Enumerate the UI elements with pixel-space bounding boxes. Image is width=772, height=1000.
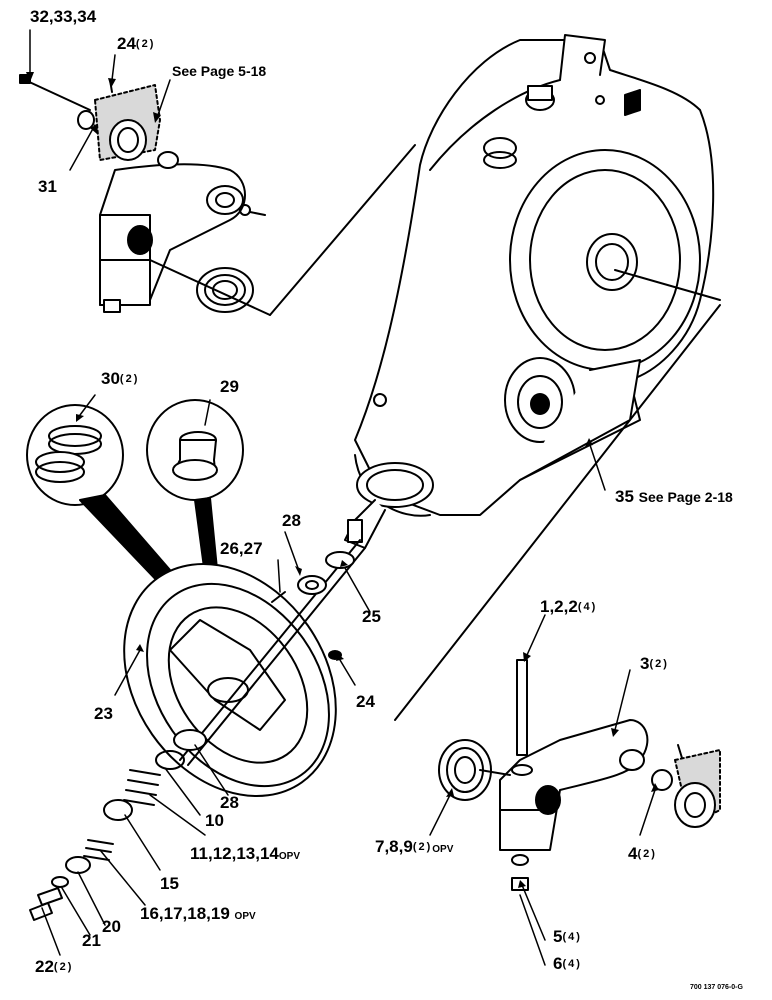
- callout-number: 30: [101, 369, 120, 388]
- callout-number: 28: [220, 793, 239, 812]
- callout-21: 21: [82, 932, 101, 949]
- callout-26-27: 26,27: [220, 540, 263, 557]
- lower-arm-leader-line: [394, 304, 721, 721]
- callout-23: 23: [94, 705, 113, 722]
- callout-suffix: OPV: [234, 911, 256, 922]
- callout-number: 10: [205, 811, 224, 830]
- callout-30: 30(2): [101, 370, 139, 387]
- callout-number: 11,12,13,14: [190, 844, 279, 863]
- reference-text: See Page 2-18: [638, 489, 733, 505]
- callout-number: 15: [160, 874, 179, 893]
- callout-number: 21: [82, 931, 101, 950]
- callout-6: 6(4): [553, 955, 582, 972]
- callout-number: 5: [553, 927, 563, 946]
- upper-bearing-block: [19, 74, 179, 169]
- callout-qty: (4): [562, 931, 582, 943]
- callout-3: 3(2): [640, 655, 669, 672]
- callout-qty: (2): [637, 848, 657, 860]
- callout-number: 22: [35, 957, 54, 976]
- callout-suffix: OPV: [432, 844, 454, 855]
- reference-text: See Page 5-18: [172, 63, 267, 79]
- upper-bushing: [149, 259, 271, 316]
- callout-24-upper: 24(2): [117, 35, 155, 52]
- upper-pivot-arm: [99, 163, 266, 313]
- callout-number: 26,27: [220, 539, 263, 558]
- callout-number: 23: [94, 704, 113, 723]
- callout-number: 1,2,2: [540, 597, 578, 616]
- callout-qty: (2): [649, 658, 669, 670]
- callout-number: 32,33,34: [30, 7, 97, 26]
- callout-suffix: OPV: [278, 851, 300, 862]
- leader-arrows: [29, 29, 656, 966]
- callout-number: 6: [553, 954, 563, 973]
- callout-20: 20: [102, 918, 121, 935]
- lower-bushing: [438, 739, 511, 801]
- callout-15: 15: [160, 875, 179, 892]
- callout-number: 29: [220, 377, 239, 396]
- callout-25: 25: [362, 608, 381, 625]
- callout-16-19: 16,17,18,19 OPV: [140, 905, 256, 922]
- callout-31: 31: [38, 178, 57, 195]
- callout-7-8-9: 7,8,9(2)OPV: [375, 838, 453, 855]
- see-page-5-18: See Page 5-18: [172, 64, 266, 78]
- callout-28-upper: 28: [282, 512, 301, 529]
- callout-10: 10: [205, 812, 224, 829]
- callout-22: 22(2): [35, 958, 73, 975]
- gearbox-housing: [344, 34, 721, 549]
- callout-number: 25: [362, 607, 381, 626]
- callout-number: 24: [117, 34, 136, 53]
- lower-pivot-arm: [499, 659, 721, 891]
- callout-28-lower: 28: [220, 794, 239, 811]
- callout-number: 24: [356, 692, 375, 711]
- callout-29: 29: [220, 378, 239, 395]
- callout-35: 35 See Page 2-18: [615, 488, 733, 505]
- drawing-number: 700 137 076-0-G: [690, 984, 743, 991]
- callout-number: 7,8,9: [375, 837, 413, 856]
- callout-qty: (4): [562, 958, 582, 970]
- callout-number: 35: [615, 487, 634, 506]
- callout-number: 20: [102, 917, 121, 936]
- callout-5: 5(4): [553, 928, 582, 945]
- callout-number: 16,17,18,19: [140, 904, 230, 923]
- callout-11-14: 11,12,13,14OPV: [190, 845, 300, 862]
- callout-32-33-34: 32,33,34: [30, 8, 96, 25]
- callout-4: 4(2): [628, 845, 657, 862]
- callout-qty: (2): [412, 841, 433, 853]
- upper-arm-leader-line: [269, 144, 416, 316]
- callout-qty: (2): [135, 38, 156, 50]
- arrow-heads: [26, 72, 659, 888]
- axle-hardware: [29, 539, 366, 921]
- callout-qty: (2): [53, 961, 74, 973]
- callout-number: 3: [640, 654, 650, 673]
- callout-number: 28: [282, 511, 301, 530]
- callout-number: 31: [38, 177, 57, 196]
- callout-24-lower: 24: [356, 693, 375, 710]
- callout-qty: (4): [577, 601, 598, 613]
- callout-1-2-2: 1,2,2(4): [540, 598, 597, 615]
- callout-number: 4: [628, 844, 638, 863]
- callout-qty: (2): [119, 373, 140, 385]
